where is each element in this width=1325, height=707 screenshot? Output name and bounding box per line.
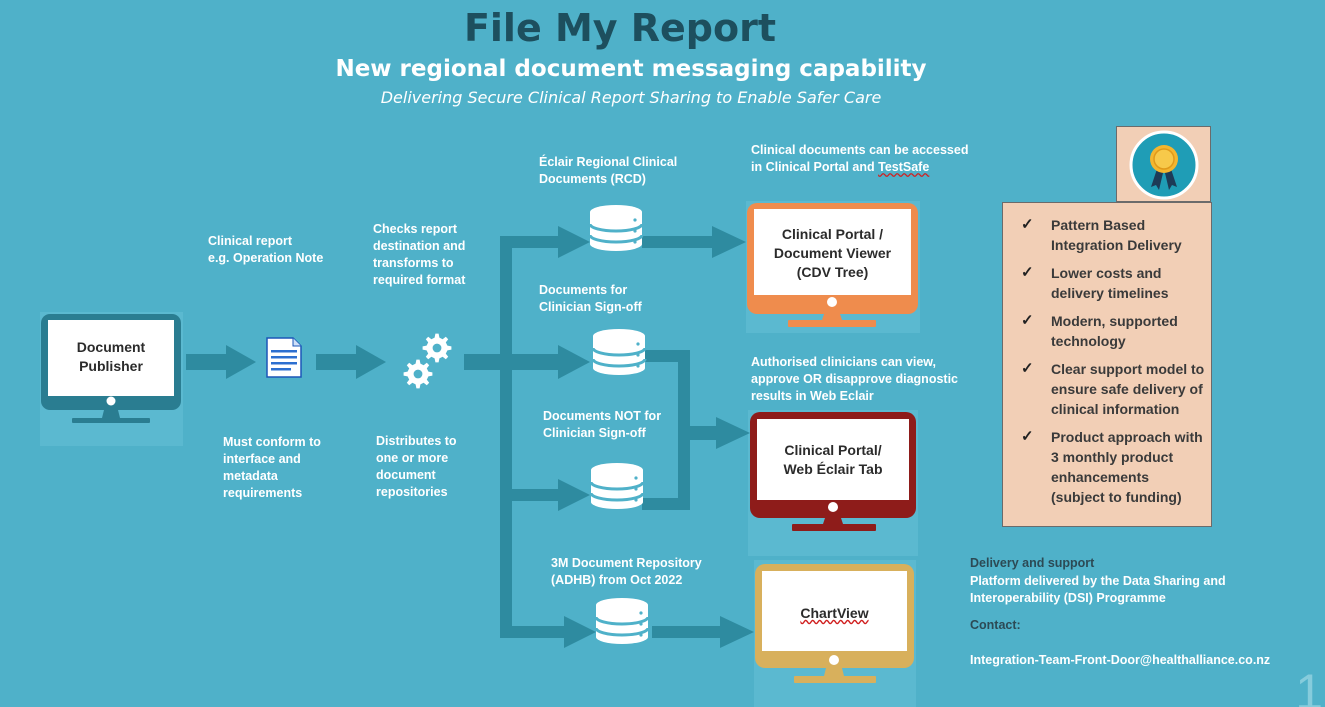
benefits-panel: ✓Pattern Based Integration Delivery ✓Low…: [1002, 202, 1212, 527]
publisher-label: Document Publisher: [76, 339, 146, 374]
page-title: File My Report: [463, 6, 777, 50]
docs-not-signoff-label: Documents NOT for Clinician Sign-off: [543, 409, 662, 440]
benefit-item: ✓Pattern Based Integration Delivery: [1021, 216, 1182, 253]
accessed-label: Clinical documents can be accessed in Cl…: [751, 142, 968, 176]
eclair-monitor-label: Clinical Portal/ Web Éclair Tab: [783, 442, 883, 477]
3m-database-icon: [594, 596, 650, 646]
award-badge-icon: [1129, 130, 1199, 200]
repo-3m-label: 3M Document Repository (ADHB) from Oct 2…: [551, 556, 702, 587]
benefit-item: ✓Product approach with 3 monthly product…: [1021, 428, 1203, 505]
distributes-label: Distributes to one or more document repo…: [376, 434, 457, 499]
delivery-body: Platform delivered by the Data Sharing a…: [970, 574, 1226, 605]
cdv-monitor-label: Clinical Portal / Document Viewer (CDV T…: [773, 226, 892, 280]
checkmark-icon: ✓: [1021, 312, 1034, 329]
authorised-label: Authorised clinicians can view, approve …: [751, 355, 958, 403]
must-conform-label: Must conform to interface and metadata r…: [223, 435, 321, 500]
not-signoff-database-icon: [589, 461, 645, 511]
testsafe-text: TestSafe: [878, 160, 930, 174]
eclair-monitor-icon: [750, 412, 916, 531]
docs-signoff-label: Documents for Clinician Sign-off: [539, 283, 642, 314]
benefit-item: ✓Clear support model to ensure safe deli…: [1021, 360, 1205, 417]
checkmark-icon: ✓: [1021, 216, 1034, 233]
checkmark-icon: ✓: [1021, 428, 1034, 445]
page-tagline: Delivering Secure Clinical Report Sharin…: [380, 88, 882, 107]
publisher-monitor-icon: [41, 314, 181, 423]
contact-label: Contact:: [970, 618, 1021, 632]
accessed-text: Clinical documents can be accessed in Cl…: [751, 143, 969, 174]
page-number: 1: [1295, 664, 1323, 707]
checks-report-label: Checks report destination and transforms…: [373, 222, 466, 287]
delivery-title: Delivery and support: [970, 556, 1095, 570]
benefit-item: ✓Modern, supported technology: [1021, 312, 1178, 349]
cdv-monitor-icon: [747, 203, 918, 327]
rcd-database-icon: [588, 203, 644, 253]
benefit-item: ✓Lower costs and delivery timelines: [1021, 264, 1169, 301]
contact-email[interactable]: Integration-Team-Front-Door@healthallian…: [970, 653, 1271, 667]
clinical-report-label: Clinical report e.g. Operation Note: [208, 234, 324, 265]
checkmark-icon: ✓: [1021, 360, 1034, 377]
document-icon: [266, 337, 302, 378]
flow-arrows: [186, 226, 754, 648]
gears-icon: [403, 333, 452, 389]
chartview-monitor-label: ChartView: [800, 605, 869, 621]
benefits-list: ✓Pattern Based Integration Delivery ✓Low…: [1003, 203, 1211, 507]
badge-box: [1116, 126, 1211, 202]
chartview-monitor-icon: [755, 564, 914, 683]
eclair-rcd-label: Éclair Regional Clinical Documents (RCD): [539, 155, 678, 186]
page-subtitle: New regional document messaging capabili…: [335, 56, 927, 82]
signoff-database-icon: [591, 327, 647, 377]
checkmark-icon: ✓: [1021, 264, 1034, 281]
